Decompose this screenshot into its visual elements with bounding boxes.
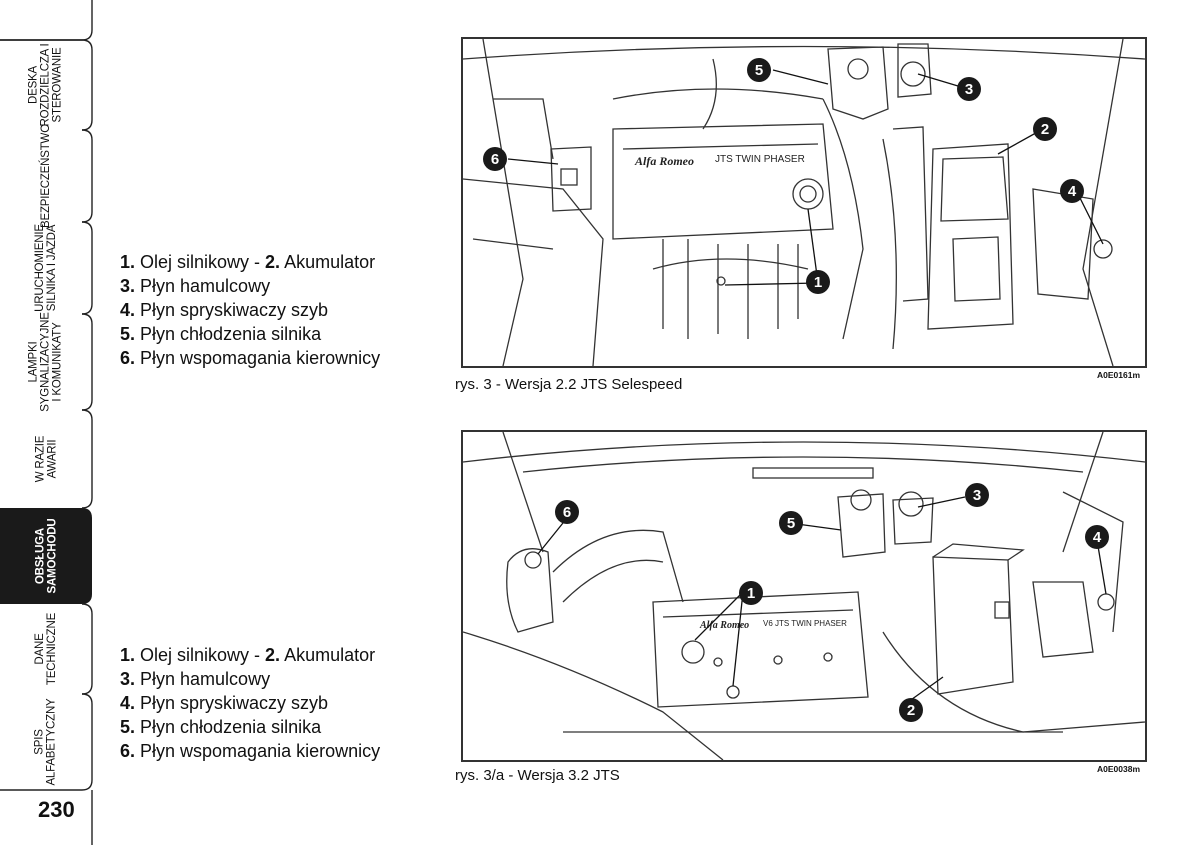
callout-6: 6 <box>555 500 579 524</box>
callout-1: 1 <box>739 581 763 605</box>
engine-figure-32-jts: Alfa Romeo V6 JTS TWIN PHASER 6 5 3 4 1 <box>461 430 1147 762</box>
legend-row: 1. Olej silnikowy - 2. Akumulator <box>120 252 376 272</box>
engine-bay-illustration-1: Alfa Romeo JTS TWIN PHASER <box>463 39 1145 366</box>
legend-row: 6. Płyn wspomagania kierownicy <box>120 348 381 368</box>
legend-row: 3. Płyn hamulcowy <box>120 669 271 689</box>
engine-label: V6 JTS TWIN PHASER <box>763 619 847 628</box>
callout-leaders-1 <box>507 69 1104 286</box>
engine-bay-illustration-2: Alfa Romeo V6 JTS TWIN PHASER <box>463 432 1145 760</box>
tab-uruchomienie[interactable]: URUCHOMIENIE SILNIKA I JAZDA <box>0 222 92 314</box>
tab-label: URUCHOMIENIE SILNIKA I JAZDA <box>34 224 58 312</box>
callout-1: 1 <box>806 270 830 294</box>
tab-frame <box>0 0 93 845</box>
figure-1-code: A0E0161m <box>1097 370 1141 380</box>
callout-2: 2 <box>1033 117 1057 141</box>
tab-lampki[interactable]: LAMPKI SYGNALIZACYJNE I KOMUNIKATY <box>0 312 92 412</box>
legend-row: 5. Płyn chłodzenia silnika <box>120 717 322 737</box>
callout-leaders-2 <box>537 496 1107 703</box>
callout-4: 4 <box>1060 179 1084 203</box>
tab-obsluga-samochodu[interactable]: OBSŁUGA SAMOCHODU <box>0 508 92 604</box>
legend-figure-1: 1. Olej silnikowy - 2. Akumulator 3. Pły… <box>120 250 380 370</box>
tab-label: OBSŁUGA SAMOCHODU <box>34 518 58 594</box>
callout-2: 2 <box>899 698 923 722</box>
tab-label: BEZPIECZEŃSTWO <box>40 124 52 228</box>
tab-label: DANE TECHNICZNE <box>34 612 58 686</box>
legend-row: 3. Płyn hamulcowy <box>120 276 271 296</box>
legend-row: 4. Płyn spryskiwaczy szyb <box>120 693 329 713</box>
legend-row: 5. Płyn chłodzenia silnika <box>120 324 322 344</box>
brand-text: Alfa Romeo <box>634 154 694 168</box>
chapter-tabs: DESKA ROZDZIELCZA I STEROWANIE BEZPIECZE… <box>0 0 110 845</box>
legend-row: 6. Płyn wspomagania kierownicy <box>120 741 381 761</box>
tab-dane-techniczne[interactable]: DANE TECHNICZNE <box>0 604 92 694</box>
figure-2-code: A0E0038m <box>1097 764 1141 774</box>
brand-text: Alfa Romeo <box>699 620 749 631</box>
callout-5: 5 <box>747 58 771 82</box>
callout-3: 3 <box>957 77 981 101</box>
tab-label: LAMPKI SYGNALIZACYJNE I KOMUNIKATY <box>28 312 65 412</box>
tab-label: W RAZIE AWARII <box>33 435 58 483</box>
tab-w-razie-awarii[interactable]: W RAZIE AWARII <box>0 410 92 508</box>
tab-label: DESKA ROZDZIELCZA I STEROWANIE <box>28 43 64 127</box>
tab-outlines <box>0 0 93 845</box>
legend-row: 1. Olej silnikowy - 2. Akumulator <box>120 645 376 665</box>
tab-spis-alfabetyczny[interactable]: SPIS ALFABETYCZNY <box>0 694 92 790</box>
callout-4: 4 <box>1085 525 1109 549</box>
tab-deska-rozdzielcza[interactable]: DESKA ROZDZIELCZA I STEROWANIE <box>0 40 92 130</box>
tab-label: SPIS ALFABETYCZNY <box>33 698 58 786</box>
active-tab-fill <box>0 508 92 604</box>
callout-3: 3 <box>965 483 989 507</box>
callout-6: 6 <box>483 147 507 171</box>
figure-1-caption: rys. 3 - Wersja 2.2 JTS Selespeed <box>455 376 683 393</box>
engine-label: JTS TWIN PHASER <box>715 154 805 165</box>
legend-row: 4. Płyn spryskiwaczy szyb <box>120 300 329 320</box>
page-number: 230 <box>38 797 75 822</box>
engine-figure-jts-selespeed: Alfa Romeo JTS TWIN PHASER <box>461 37 1147 368</box>
callout-5: 5 <box>779 511 803 535</box>
legend-figure-2: 1. Olej silnikowy - 2. Akumulator 3. Pły… <box>120 643 380 763</box>
tab-bezpieczenstwo[interactable]: BEZPIECZEŃSTWO <box>0 124 92 228</box>
figure-2-caption: rys. 3/a - Wersja 3.2 JTS <box>455 767 620 784</box>
